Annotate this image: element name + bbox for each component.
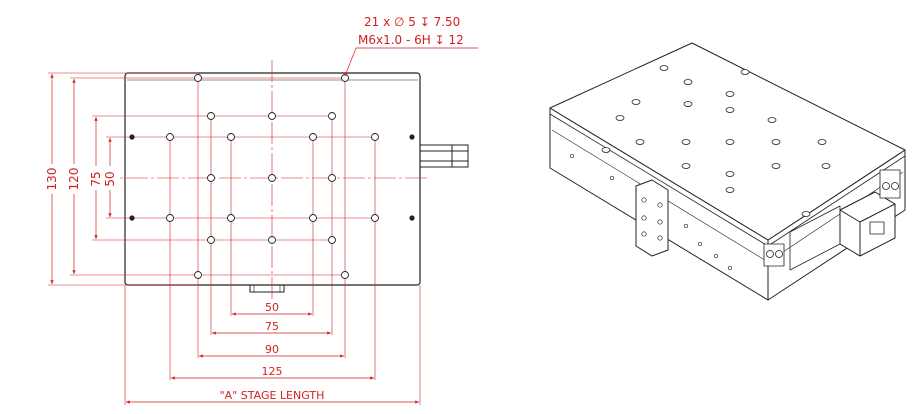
dim-50: 50 [103,171,117,186]
dim-130: 130 [45,168,59,191]
center-lines [95,60,430,300]
dim-h-75: 75 [265,320,279,333]
iso-top-holes [601,65,831,217]
hole-callout-line1: 21 x ∅ 5 ↧ 7.50 [364,15,460,29]
dim-h-125: 125 [262,365,283,378]
dim-h-90: 90 [265,343,279,356]
dim-75: 75 [89,171,103,186]
top-view: 130 120 75 50 50 75 90 125 "A" STAGE LEN… [44,15,478,405]
isometric-view [549,42,906,301]
dim-120: 120 [67,168,81,191]
hole-reference-lines [48,72,421,405]
stage-length-label: "A" STAGE LENGTH [220,389,325,402]
mounting-holes [166,74,379,279]
side-connector [419,144,469,168]
dim-h-50: 50 [265,301,279,314]
bottom-tab [249,284,285,293]
horizontal-dimensions [126,312,419,404]
hole-callout-line2: M6x1.0 - 6H ↧ 12 [358,33,464,47]
corner-screws [129,134,415,221]
iso-side-bracket [635,179,669,257]
hole-callout-leader [344,47,478,77]
